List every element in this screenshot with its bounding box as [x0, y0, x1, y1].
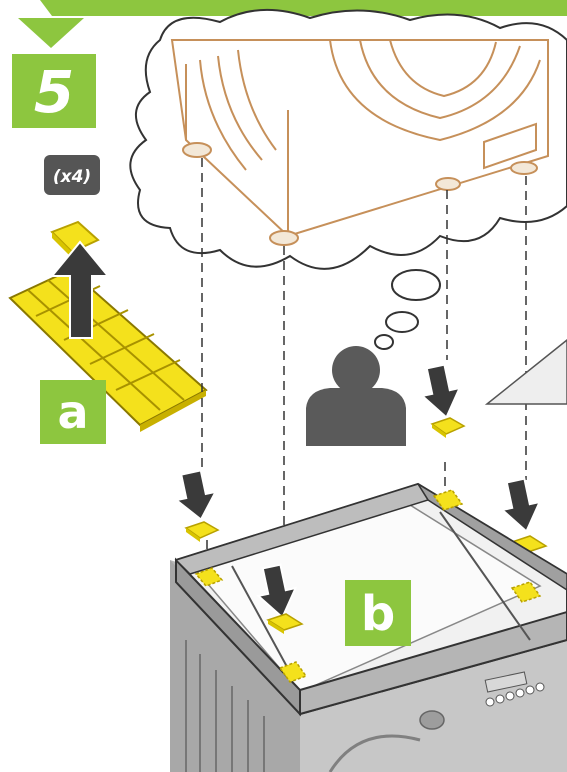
label-a-badge: a — [40, 380, 106, 444]
header-bar — [40, 0, 567, 16]
pointer-wedge — [487, 340, 567, 404]
label-b-badge: b — [345, 580, 411, 646]
adhesive-pad-icon — [432, 418, 464, 438]
quantity-text: (x4) — [53, 167, 91, 187]
down-arrow-icon — [497, 477, 545, 536]
step-number: 5 — [34, 58, 74, 126]
label-a: a — [57, 385, 88, 439]
step-badge-icon: 5 — [12, 18, 96, 128]
label-b: b — [361, 586, 395, 642]
pad-sheet — [10, 270, 206, 432]
adhesive-pad-icon — [186, 522, 218, 542]
down-arrow-icon — [417, 363, 465, 422]
down-arrow-icon — [171, 468, 220, 523]
quantity-badge: (x4) — [44, 155, 100, 195]
thought-bubble-icon — [130, 10, 567, 349]
person-icon — [306, 346, 406, 446]
